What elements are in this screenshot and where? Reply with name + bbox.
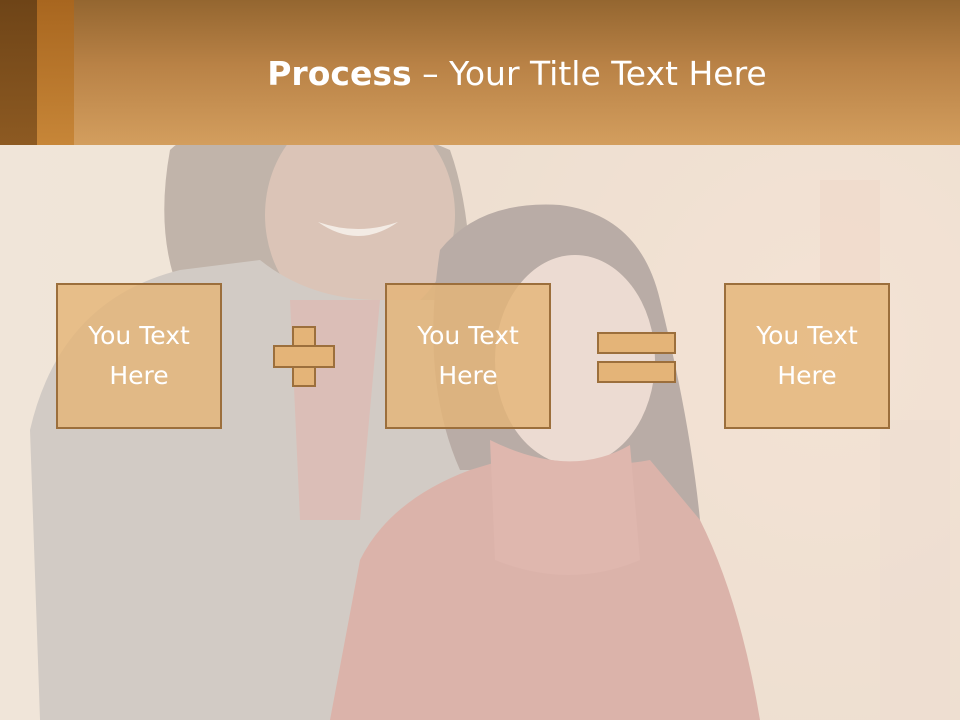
title-bar: Process – Your Title Text Here bbox=[0, 0, 960, 145]
photo-overlay bbox=[0, 145, 960, 720]
process-box-2: You Text Here bbox=[385, 283, 551, 429]
process-box-text: You Text Here bbox=[756, 321, 858, 390]
title-accent-dark bbox=[0, 0, 37, 145]
title-accent-mid bbox=[37, 0, 74, 145]
equals-bottom-bar bbox=[597, 361, 676, 383]
title-rest: – Your Title Text Here bbox=[411, 54, 767, 93]
process-box-text: You Text Here bbox=[88, 321, 190, 390]
process-box-1: You Text Here bbox=[56, 283, 222, 429]
equals-top-bar bbox=[597, 332, 676, 354]
title-strong: Process bbox=[267, 54, 412, 93]
slide-title: Process – Your Title Text Here bbox=[74, 50, 960, 98]
process-box-3: You Text Here bbox=[724, 283, 890, 429]
process-box-text: You Text Here bbox=[417, 321, 519, 390]
plus-center-fill bbox=[294, 347, 314, 366]
